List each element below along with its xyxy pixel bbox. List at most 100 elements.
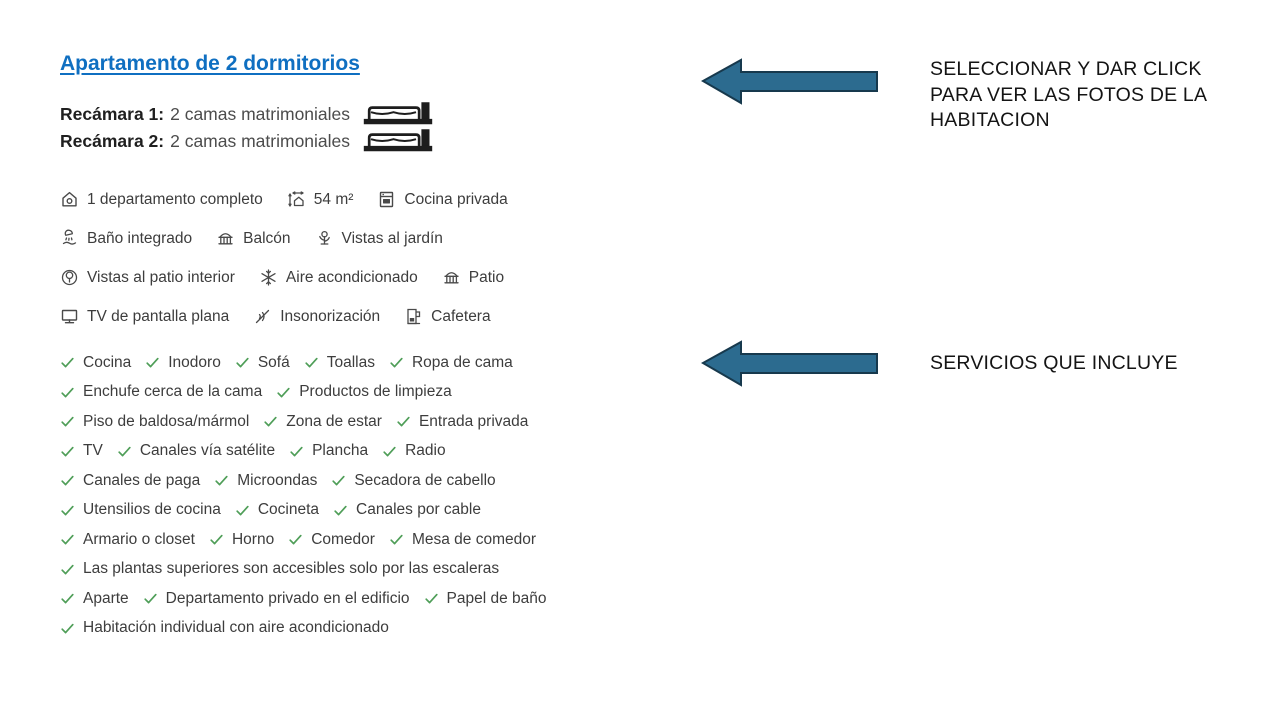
check-icon — [60, 503, 75, 518]
home-icon — [60, 190, 79, 209]
amenity-item: Microondas — [214, 472, 317, 490]
check-icon — [145, 355, 160, 370]
amenity-item: Armario o closet — [60, 531, 195, 549]
facility-item: Patio — [442, 268, 504, 287]
amenity-label: Entrada privada — [418, 412, 529, 430]
check-icon — [117, 444, 132, 459]
check-icon — [60, 591, 75, 606]
amenity-item: Departamento privado en el edificio — [143, 590, 410, 608]
amenity-item: Enchufe cerca de la cama — [60, 383, 262, 401]
soundproof-icon — [253, 307, 272, 326]
facility-item: Baño integrado — [60, 229, 192, 248]
facility-item: Cocina privada — [377, 190, 508, 209]
amenity-item: Sofá — [235, 354, 290, 372]
amenity-item: Aparte — [60, 590, 129, 608]
amenity-item: TV — [60, 442, 103, 460]
facility-row: Baño integrado Balcón Vistas al jardín — [60, 219, 660, 258]
amenity-item: Productos de limpieza — [276, 383, 452, 401]
facility-row: TV de pantalla plana Insonorización Cafete… — [60, 297, 660, 336]
check-icon — [60, 385, 75, 400]
amenity-item: Canales vía satélite — [117, 442, 275, 460]
amenity-row: Canales de paga Microondas Secadora de cab… — [60, 466, 660, 496]
facility-item: Vistas al jardín — [315, 229, 443, 248]
amenity-row: Las plantas superiores son accesibles so… — [60, 555, 660, 585]
facility-label: Cocina privada — [404, 190, 508, 208]
amenity-row: Cocina Inodoro Sofá Toallas Ropa de cama — [60, 348, 660, 378]
bedroom-label: Recámara 1: — [60, 103, 165, 124]
amenity-item: Toallas — [304, 354, 375, 372]
amenity-label: Horno — [231, 530, 275, 548]
amenity-label: Comedor — [311, 530, 375, 548]
amenity-label: Plancha — [312, 442, 369, 460]
size-icon — [287, 190, 306, 209]
check-icon — [289, 444, 304, 459]
air-conditioning-icon — [259, 268, 278, 287]
facility-item: Aire acondicionado — [259, 268, 418, 287]
check-icon — [235, 503, 250, 518]
facility-item: Cafetera — [404, 307, 491, 326]
amenity-label: Inodoro — [168, 353, 221, 371]
check-icon — [389, 532, 404, 547]
amenity-label: Cocineta — [257, 501, 320, 519]
amenity-label: Habitación individual con aire acondicio… — [83, 619, 389, 637]
amenity-label: Armario o closet — [83, 530, 195, 548]
amenity-label: Toallas — [326, 353, 375, 371]
check-icon — [263, 414, 278, 429]
annotation-services-note: SERVICIOS QUE INCLUYE — [930, 352, 1178, 374]
amenity-item: Canales de paga — [60, 472, 200, 490]
facility-label: Aire acondicionado — [285, 268, 418, 286]
amenity-item: Secadora de cabello — [331, 471, 496, 490]
amenity-item: Mesa de comedor — [389, 531, 536, 549]
check-icon — [60, 444, 75, 459]
amenity-item: Utensilios de cocina — [60, 501, 221, 519]
amenity-label: Canales por cable — [356, 501, 481, 519]
amenity-label: Canales de paga — [83, 471, 201, 489]
facility-label: TV de pantalla plana — [87, 307, 230, 325]
amenity-label: Utensilios de cocina — [83, 501, 221, 519]
bath-icon — [60, 229, 79, 248]
room-title-link[interactable]: Apartamento de 2 dormitorios — [60, 52, 360, 75]
amenity-item: Inodoro — [145, 354, 221, 372]
amenity-label: Cocina — [83, 353, 132, 371]
check-icon — [331, 473, 346, 488]
check-icon — [143, 591, 158, 606]
amenity-item: Habitación individual con aire acondicio… — [60, 619, 389, 637]
bedroom-text: 2 camas matrimoniales — [170, 103, 351, 124]
facility-label: Balcón — [243, 229, 291, 247]
arrow-left-icon — [701, 340, 879, 387]
arrow-left-icon — [701, 58, 879, 105]
check-icon — [424, 591, 439, 606]
balcony-icon — [216, 229, 235, 248]
amenity-row: Armario o closet Horno Comedor Mesa de come… — [60, 525, 660, 555]
check-icon — [209, 532, 224, 547]
amenity-label: Sofá — [257, 353, 290, 371]
facility-item: Balcón — [216, 229, 291, 248]
facility-label: Patio — [468, 268, 505, 286]
amenity-label: Secadora de cabello — [354, 471, 496, 489]
check-icon — [276, 385, 291, 400]
amenity-item: Comedor — [288, 531, 375, 549]
amenity-label: Departamento privado en el edificio — [165, 589, 410, 607]
facility-label: 1 departamento completo — [87, 190, 263, 208]
check-icon — [214, 473, 229, 488]
amenity-item: Cocineta — [235, 501, 319, 519]
kitchen-icon — [377, 190, 396, 209]
check-icon — [389, 355, 404, 370]
amenity-label: Piso de baldosa/mármol — [83, 412, 250, 430]
balcony-icon — [442, 268, 461, 287]
amenity-item: Canales por cable — [333, 501, 481, 519]
amenity-label: Ropa de cama — [411, 353, 513, 371]
check-icon — [60, 562, 75, 577]
check-icon — [60, 621, 75, 636]
amenity-row: Utensilios de cocina Cocineta Canales por … — [60, 496, 660, 526]
amenity-label: Mesa de comedor — [411, 530, 537, 548]
check-icon — [288, 532, 303, 547]
facility-label: Insonorización — [280, 307, 381, 325]
amenity-label: Enchufe cerca de la cama — [83, 383, 263, 401]
amenity-item: Las plantas superiores son accesibles so… — [60, 560, 499, 578]
